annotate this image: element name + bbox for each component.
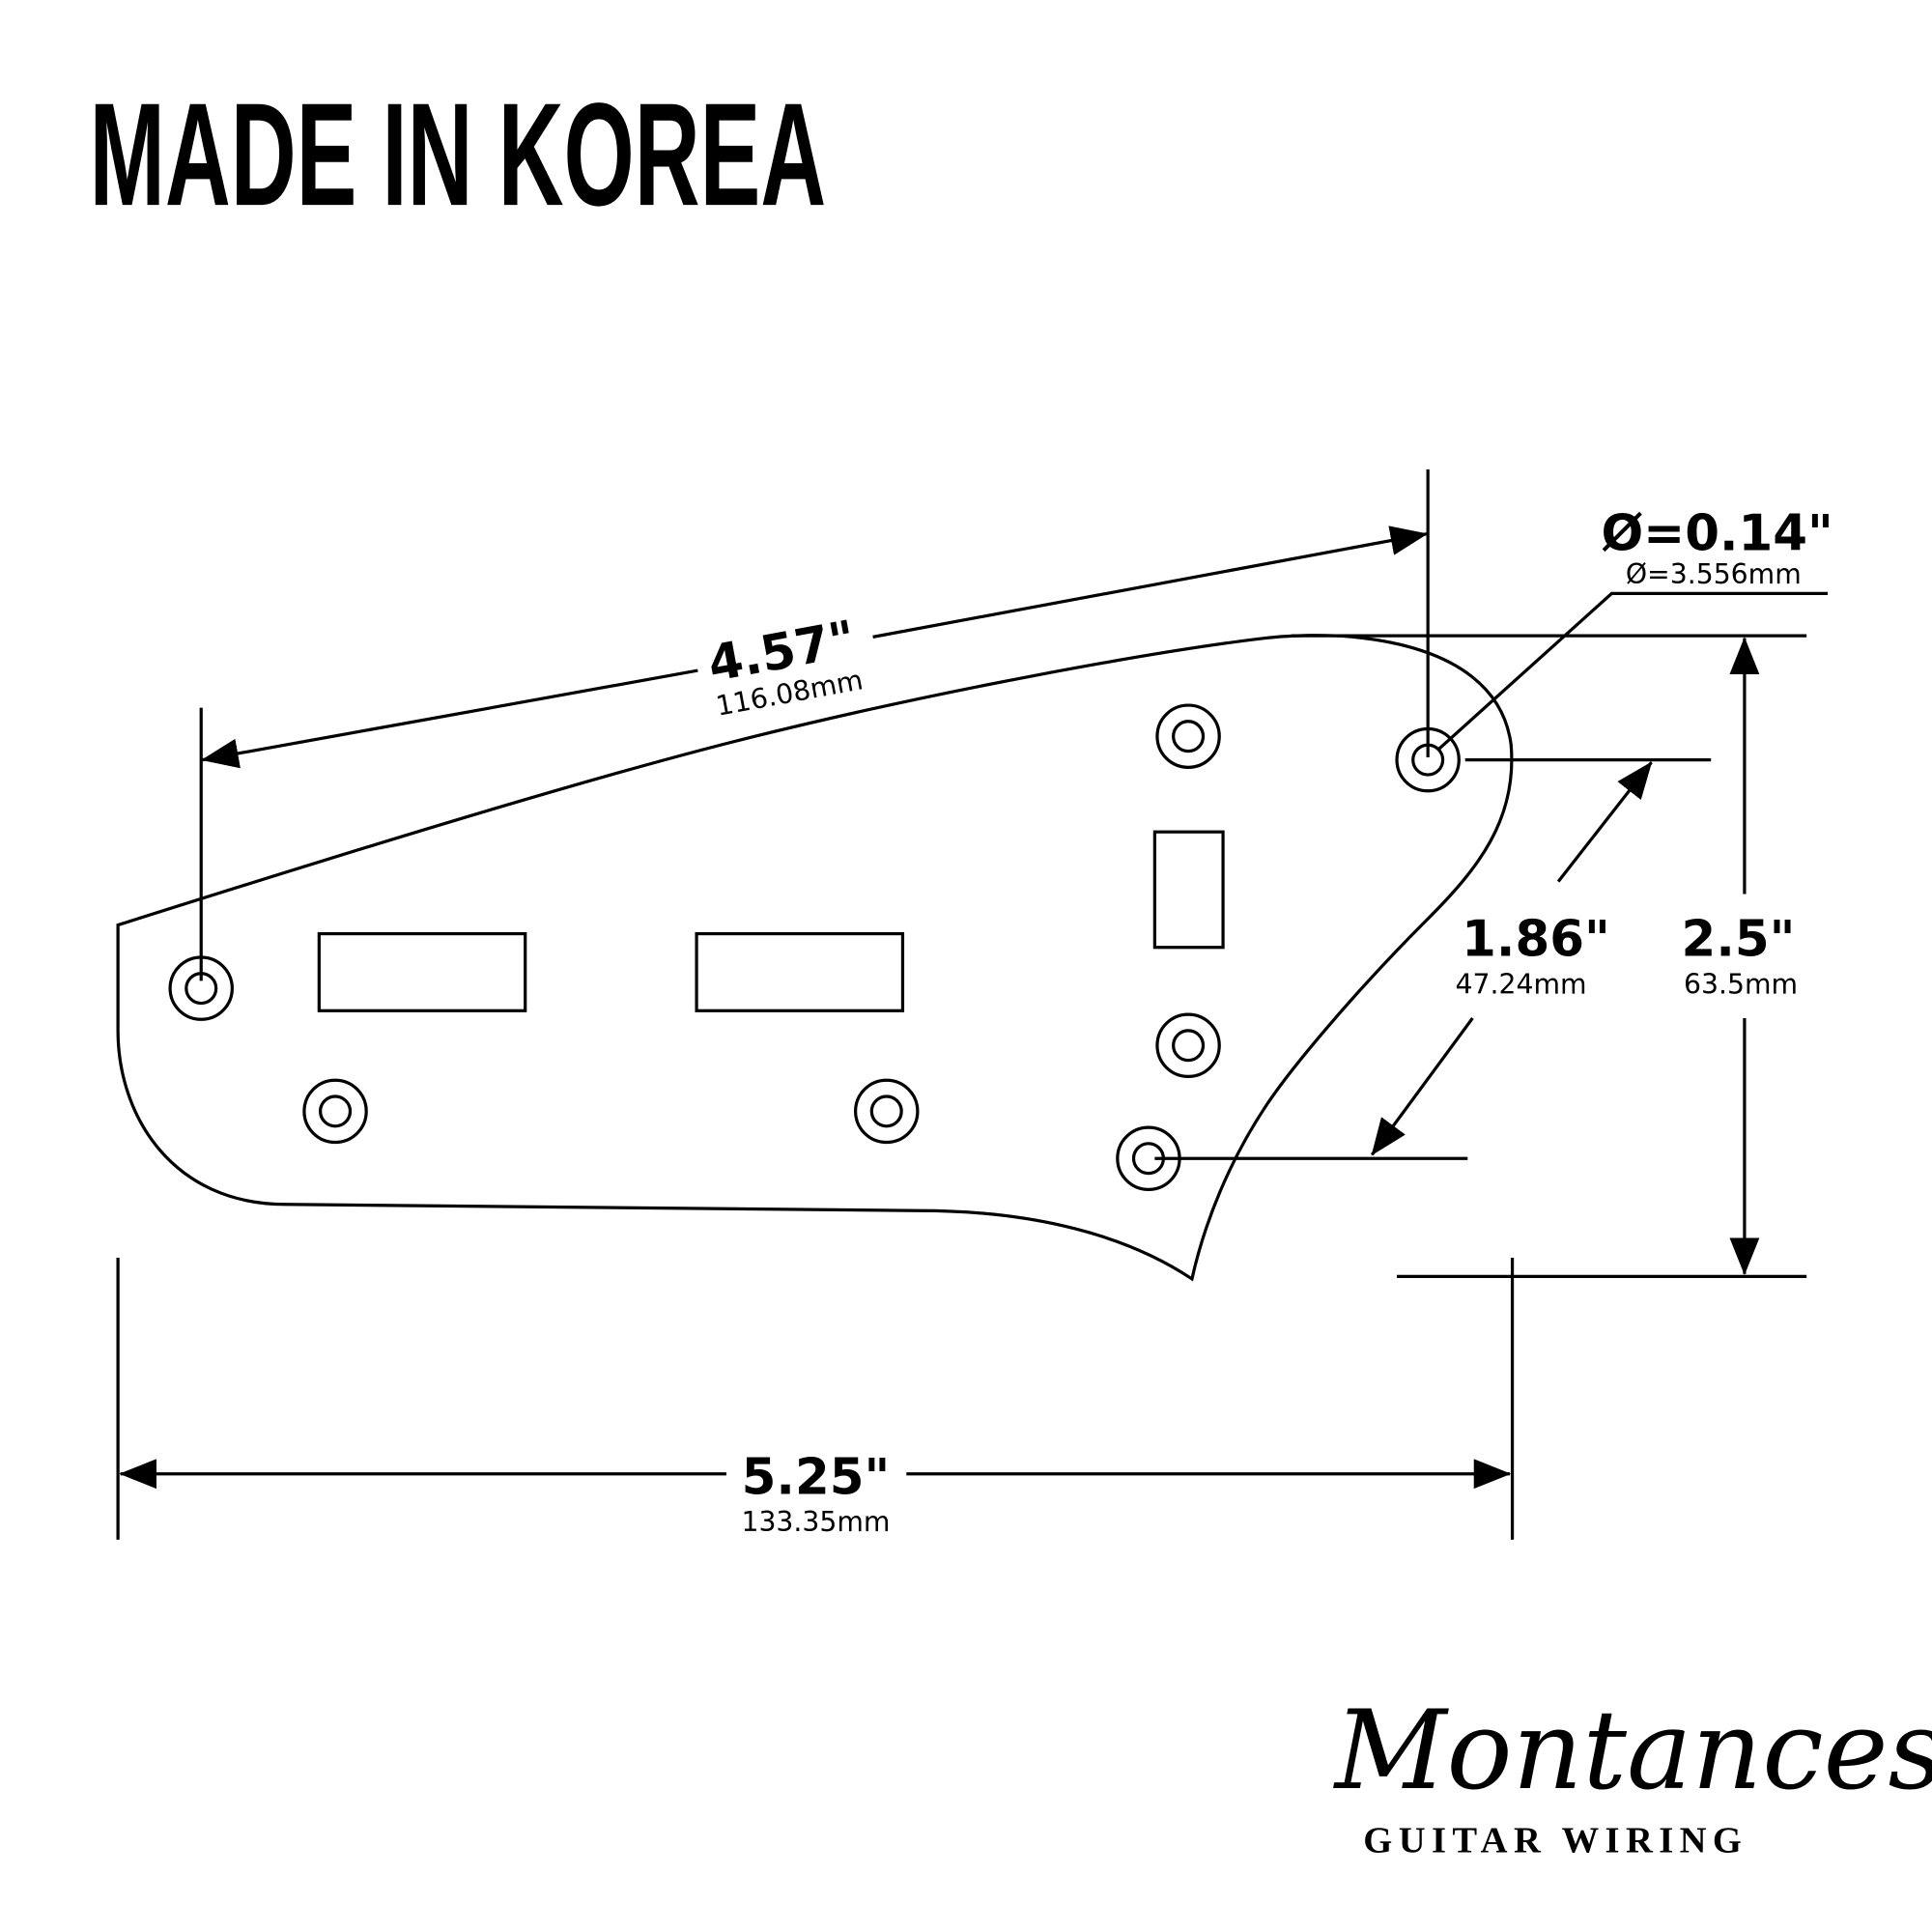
pickup-cutout [695, 931, 905, 1012]
dimension-hole-diameter: Ø=0.14" Ø=3.556mm [1436, 504, 1833, 752]
dimension-diagonal-length: 4.57" 116.08mm [199, 469, 1430, 981]
logo-subtitle: GUITAR WIRING [1363, 1821, 1747, 1861]
page-title: MADE IN KOREA [90, 72, 827, 236]
brand-logo: Montances GUITAR WIRING [1333, 1687, 1932, 1861]
dimension-label-inches: 2.5" [1682, 911, 1796, 969]
dimension-label-inches: Ø=0.14" [1601, 504, 1833, 562]
dimension-label-mm: 47.24mm [1456, 968, 1587, 1000]
screw-holes [168, 703, 1461, 1191]
dimension-label-inches: 1.86" [1462, 911, 1610, 969]
dimension-label-inches: 5.25" [742, 1448, 891, 1506]
screw-hole [302, 1078, 368, 1145]
pickup-cutout [317, 931, 527, 1012]
screw-hole [853, 1078, 920, 1145]
dimension-label-mm: 63.5mm [1684, 968, 1798, 1000]
switch-cutout [1152, 830, 1225, 950]
screw-hole [1155, 703, 1221, 769]
logo-script: Montances [1333, 1687, 1932, 1814]
screw-hole [1155, 1012, 1221, 1079]
dimension-hole-spacing: 1.86" 47.24mm [1154, 758, 1712, 1160]
pickguard-outline [116, 634, 1514, 1282]
dimension-width: 5.25" 133.35mm [116, 1258, 1515, 1540]
dimension-label-mm: 133.35mm [741, 1506, 890, 1538]
dimension-label-mm: Ø=3.556mm [1626, 558, 1802, 590]
dimension-height: 2.5" 63.5mm [1291, 634, 1807, 1278]
